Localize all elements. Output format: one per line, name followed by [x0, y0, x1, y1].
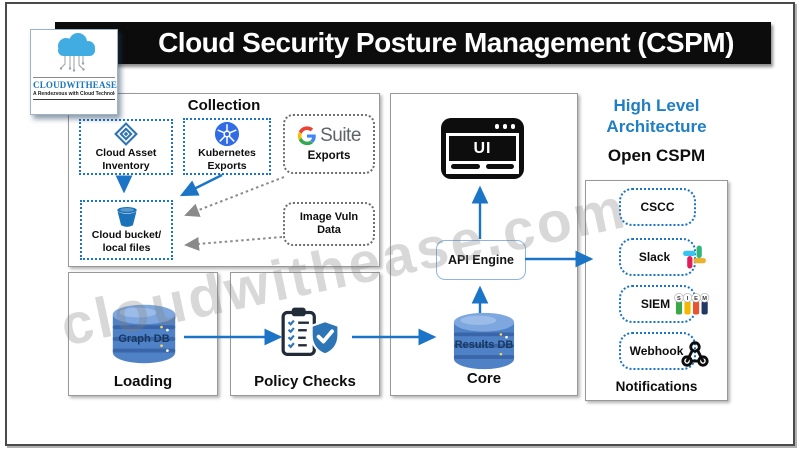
arrow-k8s-to-bucket: [179, 173, 223, 197]
siem-node: SIEM S I E M: [619, 285, 710, 323]
cloud-circuit-icon: [58, 33, 95, 72]
slack-label: Slack: [638, 250, 671, 264]
gsuite-exports-label: Exports: [307, 149, 351, 162]
title-banner: Cloud Security Posture Management (CSPM): [55, 22, 771, 64]
loading-panel: Graph DB Loading: [68, 272, 218, 396]
graph-db-label: Graph DB: [118, 333, 170, 345]
webhook-node: Webhook: [619, 332, 709, 370]
browser-dots-icon: [494, 124, 515, 129]
policy-checks-label: Policy Checks: [254, 373, 356, 390]
database-icon: [112, 304, 176, 364]
image-vuln-data-node: Image Vuln Data: [283, 202, 375, 246]
clipboard-shield-icon: [281, 307, 340, 357]
slack-icon: [683, 245, 706, 269]
webhook-label: Webhook: [629, 344, 684, 358]
logo-tagline: A Rendezvous with Cloud Technologies: [33, 91, 115, 100]
policy-checks-panel: Policy Checks: [230, 272, 380, 396]
core-panel: UI API Engine Results DB Core: [390, 93, 578, 396]
arrow-imagevuln-to-bucket: [184, 236, 283, 251]
database-icon: [453, 312, 515, 370]
browser-dashes-icon: [451, 164, 514, 169]
svg-text:S: S: [677, 296, 681, 302]
cloudwithease-logo: CLOUDWITHEASE A Rendezvous with Cloud Te…: [30, 29, 118, 115]
siem-label: SIEM: [640, 297, 671, 311]
core-label: Core: [466, 370, 502, 387]
open-cspm-subheading: Open CSPM: [607, 145, 706, 165]
bucket-icon: [116, 207, 137, 228]
page-title: Cloud Security Posture Management (CSPM): [158, 27, 734, 58]
notifications-panel: CSCC Slack SIEM: [585, 180, 728, 401]
kubernetes-exports-label: Kubernetes Exports: [198, 146, 256, 172]
high-level-architecture-heading: High Level Architecture: [606, 96, 707, 137]
cloud-bucket-label: Cloud bucket/ local files: [91, 229, 162, 254]
api-engine-label: API Engine: [448, 253, 514, 267]
results-db-label: Results DB: [454, 339, 514, 351]
cscc-label: CSCC: [640, 200, 675, 214]
graph-db-cylinder: Graph DB: [105, 301, 183, 372]
collection-label: Collection: [187, 97, 261, 114]
google-g-icon: [297, 126, 316, 146]
svg-text:M: M: [702, 296, 707, 302]
cloud-bucket-node: Cloud bucket/ local files: [80, 200, 173, 260]
svg-text:E: E: [694, 296, 698, 302]
gsuite-exports-node: Suite Exports: [283, 114, 375, 174]
gsuite-wordmark: Suite: [320, 124, 361, 146]
side-heading: High Level Architecture Open CSPM: [585, 95, 728, 166]
results-db-cylinder: Results DB: [445, 310, 523, 377]
svg-text:I: I: [687, 296, 689, 302]
slack-node: Slack: [619, 238, 706, 276]
cscc-node: CSCC: [619, 188, 696, 226]
logo-name: CLOUDWITHEASE: [33, 77, 117, 90]
ui-label: UI: [449, 136, 516, 161]
notifications-label: Notifications: [615, 379, 698, 394]
kubernetes-icon: [214, 121, 240, 146]
cloud-asset-inventory-label: Cloud Asset Inventory: [95, 147, 157, 172]
siem-crayons-icon: S I E M: [674, 293, 710, 315]
ui-browser-icon: UI: [441, 118, 524, 179]
webhook-icon: [681, 341, 709, 368]
cloud-asset-inventory-icon: [114, 122, 138, 147]
image-vuln-data-label: Image Vuln Data: [299, 210, 359, 236]
kubernetes-exports-node: Kubernetes Exports: [183, 118, 271, 175]
loading-label: Loading: [113, 373, 173, 390]
arrow-gsuite-to-bucket: [184, 176, 285, 217]
cloud-asset-inventory-node: Cloud Asset Inventory: [79, 119, 173, 175]
